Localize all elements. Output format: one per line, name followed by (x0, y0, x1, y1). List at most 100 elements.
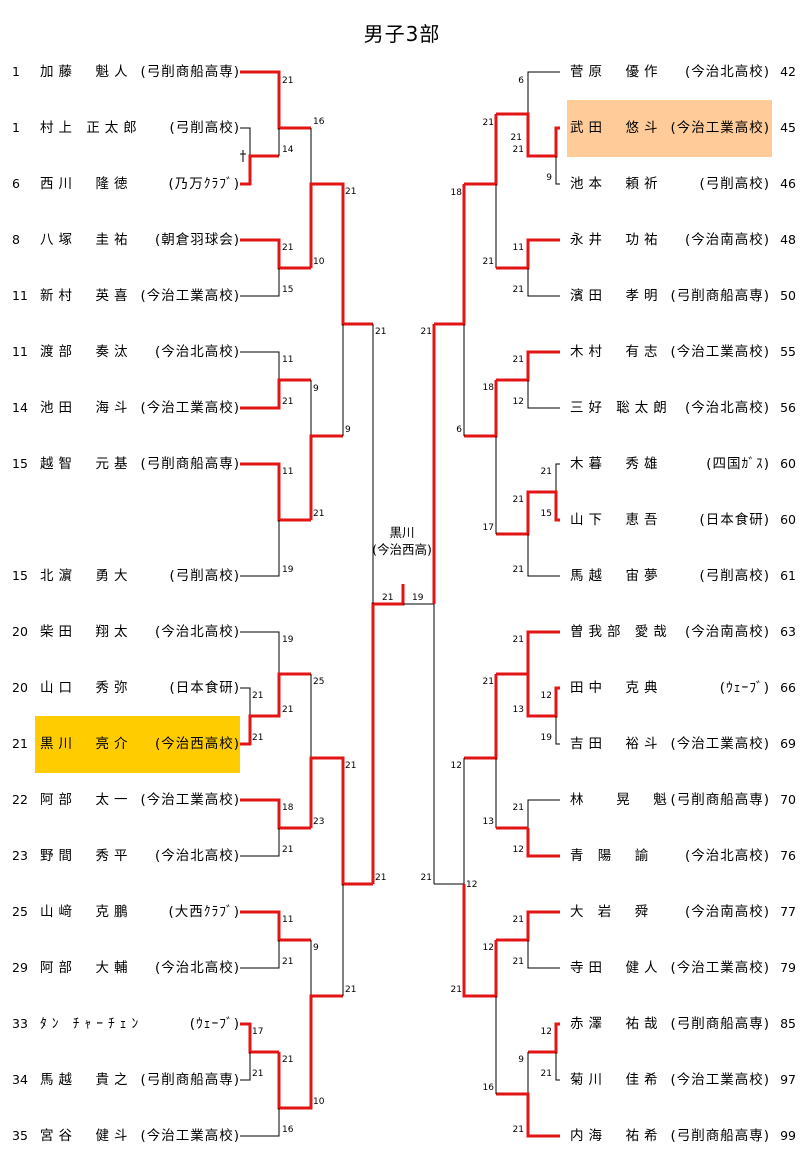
match-score: 9 (345, 425, 351, 435)
player-seed: 35 (12, 1128, 28, 1143)
player-seed: 21 (12, 736, 28, 751)
player-name: 寺田 健人 (570, 960, 663, 976)
winner-path (496, 910, 560, 942)
player-seed: 69 (780, 736, 796, 751)
player-club: (弓削商船高専) (140, 64, 240, 80)
match-score: 21 (282, 76, 293, 86)
player-name: 新村 英喜 (40, 288, 133, 304)
player-club: (ｳｪｰﾌﾞ) (719, 680, 770, 696)
player-club: (今治工業高校) (670, 344, 770, 360)
match-score: 21 (483, 118, 494, 128)
loser-path (240, 268, 280, 297)
match-score: 23 (313, 817, 324, 827)
player-name: 武田 悠斗 (570, 120, 663, 136)
player-name: 阿部 太一 (40, 792, 133, 808)
player-club: (弓削商船高専) (670, 792, 770, 808)
player-name: 黒川 亮介 (40, 736, 133, 752)
player-seed: 60 (780, 512, 796, 527)
match-score: 21 (511, 133, 522, 143)
match-score: 19 (282, 565, 294, 575)
match-score: 12 (466, 880, 477, 890)
highlight-champion-row (35, 716, 240, 773)
match-score: 13 (513, 705, 524, 715)
champion-name: 黒川 (389, 525, 415, 540)
match-score: 18 (483, 383, 495, 393)
player-club: (今治北高校) (154, 848, 240, 864)
player-seed: 1 (12, 64, 20, 79)
player-club: (弓削商船高専) (670, 288, 770, 304)
player-club: (弓削高校) (699, 568, 770, 584)
match-score: 6 (518, 76, 524, 86)
player-club: (今治工業高校) (140, 1128, 240, 1144)
winner-path (240, 672, 311, 746)
match-score: 12 (451, 761, 462, 771)
player-seed: 42 (780, 64, 796, 79)
final-score-right: 19 (412, 593, 424, 603)
match-score: 14 (282, 145, 294, 155)
player-name: 菊川 佳希 (570, 1072, 663, 1088)
player-club: (今治工業高校) (670, 736, 770, 752)
player-seed: 50 (780, 288, 796, 303)
match-score: 21 (513, 145, 524, 155)
player-seed: 29 (12, 960, 28, 975)
winner-path (240, 798, 311, 830)
winner-path (240, 1022, 279, 1054)
player-club: (今治工業高校) (140, 288, 240, 304)
winner-path (240, 238, 311, 270)
champion-label: 黒川 (今治西高) (355, 524, 449, 558)
match-score: 10 (313, 257, 325, 267)
player-club: (今治北高校) (154, 624, 240, 640)
player-name: 曽我部 愛哉 (570, 624, 672, 640)
player-club: (今治西高校) (154, 736, 240, 752)
player-seed: 48 (780, 232, 796, 247)
loser-path (527, 71, 560, 114)
match-score: 12 (541, 1027, 552, 1037)
player-club: (弓削商船高専) (140, 456, 240, 472)
player-seed: 55 (780, 344, 796, 359)
player-club: (弓削商船高専) (670, 1016, 770, 1032)
match-score: 12 (541, 691, 552, 701)
match-score: 21 (252, 691, 263, 701)
match-score: 25 (313, 677, 324, 687)
player-seed: 25 (12, 904, 28, 919)
match-score: 9 (313, 943, 319, 953)
loser-path (555, 716, 560, 745)
match-score: 21 (513, 635, 524, 645)
match-score: 21 (421, 327, 432, 337)
loser-path (496, 799, 560, 829)
player-name: 永井 功祐 (570, 232, 663, 248)
match-score: 21 (513, 915, 524, 925)
left-player-row: 21 黒川 亮介 (今治西高校) (0, 734, 240, 754)
player-club: (朝倉羽球会) (154, 232, 240, 248)
player-seed: 8 (12, 232, 20, 247)
player-name: 木暮 秀雄 (570, 456, 663, 472)
player-seed: 6 (12, 176, 20, 191)
player-seed: 45 (780, 120, 796, 135)
match-score: 21 (345, 187, 356, 197)
player-name: 加藤 魁人 (40, 64, 133, 80)
loser-path (527, 268, 560, 297)
loser-path (555, 156, 560, 185)
winner-path (496, 1092, 560, 1138)
player-club: (弓削商船高専) (670, 1128, 770, 1144)
player-seed: 23 (12, 848, 28, 863)
player-club: (日本食研) (169, 680, 240, 696)
match-score: 10 (313, 1097, 325, 1107)
